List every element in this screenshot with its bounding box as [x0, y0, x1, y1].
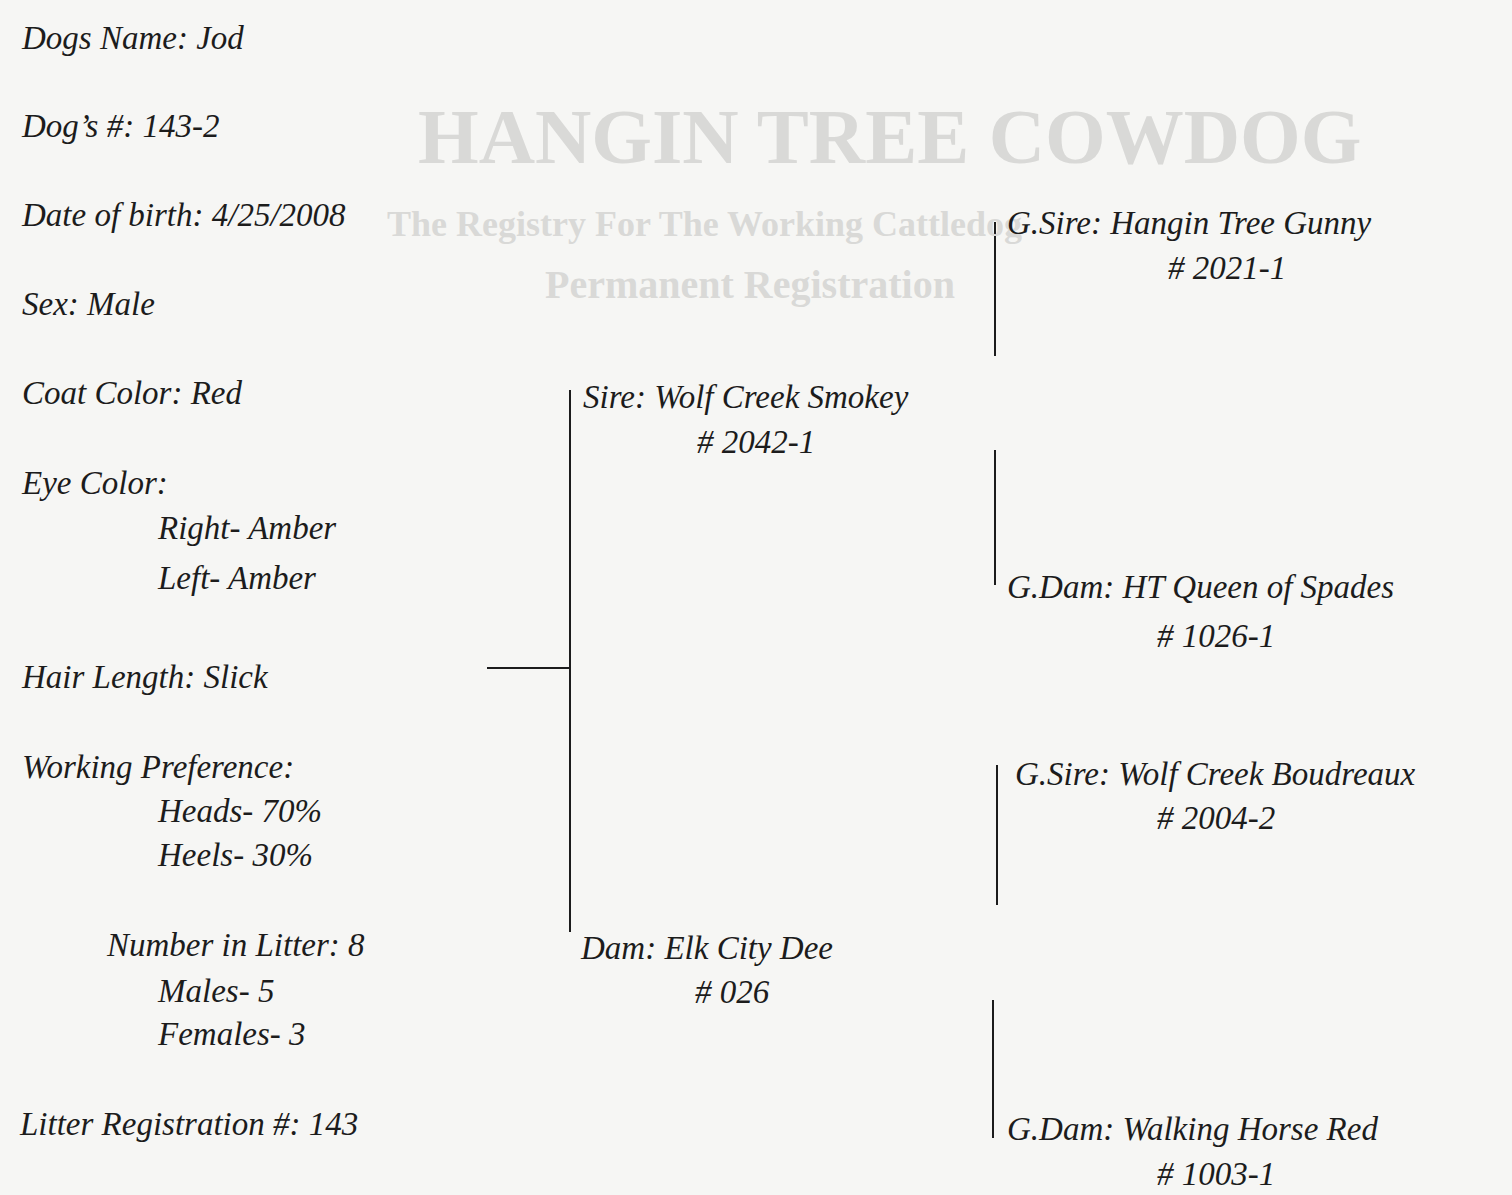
field-label: Coat Color: Red	[22, 375, 242, 413]
parent-bracket	[569, 390, 571, 932]
field-label: Number in Litter: 8	[107, 927, 365, 965]
field-label: Dog’s #: 143-2	[22, 108, 219, 146]
pedigree-entry: # 1026-1	[1157, 618, 1275, 656]
pedigree-entry: # 026	[695, 974, 769, 1012]
pedigree-entry: # 2021-1	[1168, 250, 1286, 288]
pedigree-entry: # 2004-2	[1157, 800, 1275, 838]
pedigree-entry: Sire: Wolf Creek Smokey	[583, 379, 908, 417]
field-label: Litter Registration #: 143	[20, 1106, 358, 1144]
field-label: Males- 5	[158, 973, 274, 1011]
field-label: Heads- 70%	[158, 793, 322, 831]
field-label: Hair Length: Slick	[22, 659, 268, 697]
field-label: Date of birth: 4/25/2008	[22, 197, 346, 235]
watermark-subtitle: The Registry For The Working Cattledog	[387, 204, 1022, 245]
watermark-subtitle: Permanent Registration	[545, 262, 955, 308]
field-label: Heels- 30%	[158, 837, 313, 875]
sire-line-lower	[994, 450, 996, 585]
field-label: Dogs Name: Jod	[22, 20, 244, 58]
field-label: Right- Amber	[158, 510, 336, 548]
pedigree-entry: Dam: Elk City Dee	[581, 930, 833, 968]
field-label: Sex: Male	[22, 286, 155, 324]
pedigree-entry: G.Sire: Wolf Creek Boudreaux	[1015, 756, 1415, 794]
field-label: Left- Amber	[158, 560, 316, 598]
watermark-title: HANGIN TREE COWDOG	[418, 92, 1361, 182]
field-label: Eye Color:	[22, 465, 168, 503]
field-label: Females- 3	[158, 1016, 306, 1054]
dam-line-lower	[992, 1000, 994, 1138]
root-line	[487, 667, 571, 669]
dam-line-upper	[996, 765, 998, 905]
pedigree-entry: # 1003-1	[1157, 1156, 1275, 1194]
pedigree-entry: G.Dam: HT Queen of Spades	[1007, 569, 1394, 607]
pedigree-entry: G.Sire: Hangin Tree Gunny	[1007, 205, 1371, 243]
pedigree-entry: G.Dam: Walking Horse Red	[1007, 1111, 1378, 1149]
pedigree-entry: # 2042-1	[697, 424, 815, 462]
field-label: Working Preference:	[22, 749, 294, 787]
